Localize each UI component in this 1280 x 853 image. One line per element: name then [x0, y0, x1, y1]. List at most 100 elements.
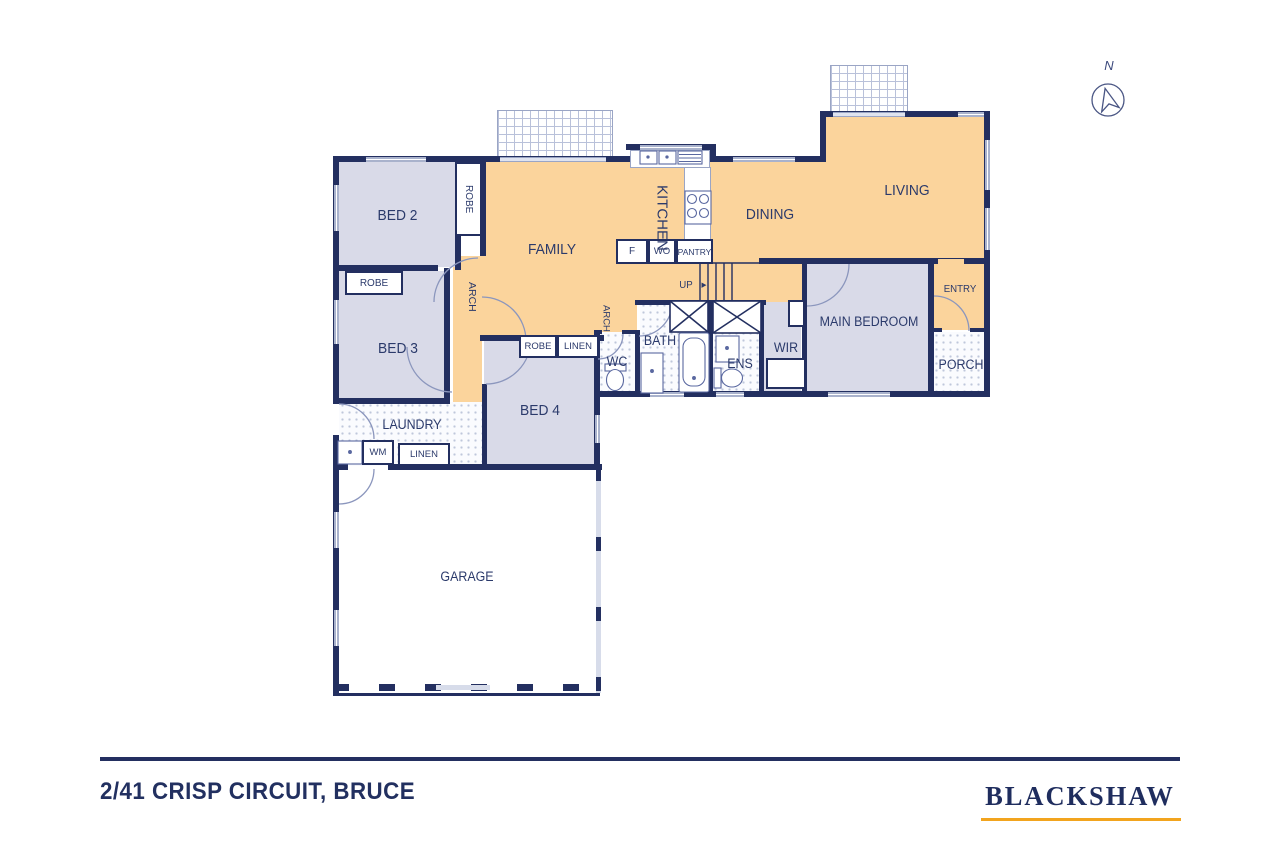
wall: [970, 328, 986, 332]
room-main-bedroom-label: MAIN BEDROOM: [819, 314, 919, 329]
wall: [444, 268, 450, 404]
room-bed4-label: BED 4: [520, 402, 560, 419]
window: [985, 208, 990, 250]
wall: [622, 330, 638, 334]
wall: [930, 328, 942, 332]
wall: [333, 467, 339, 695]
wall: [802, 260, 807, 397]
room-living-floor: [822, 117, 986, 262]
compass-north-label: N: [1104, 58, 1114, 73]
window: [334, 300, 339, 344]
room-family-label: FAMILY: [527, 241, 577, 258]
robe-bed2-label: ROBE: [463, 184, 474, 214]
wall-oven-box: WO: [648, 239, 676, 264]
kitchen-bench: [684, 167, 711, 240]
window: [334, 610, 339, 646]
window: [958, 112, 984, 117]
wall: [710, 144, 716, 162]
arch-wet-label: ARCH: [600, 304, 612, 332]
garage-side-opening: [596, 467, 601, 693]
wir-shelf-box: [788, 300, 805, 327]
room-living-label: LIVING: [884, 182, 930, 199]
wall: [635, 300, 766, 305]
room-kitchen-label: KITCHEN: [653, 185, 671, 251]
window: [650, 392, 684, 397]
linen-laundry-box: LINEN: [398, 443, 450, 466]
room-porch-label: PORCH: [938, 356, 984, 372]
linen-laundry-label: LINEN: [410, 449, 438, 460]
kitchen-bench: [630, 150, 710, 168]
room-bed2-floor: [339, 162, 457, 267]
room-ens-label: ENS: [727, 355, 753, 371]
window: [716, 392, 744, 397]
room-ens-floor: [712, 302, 761, 393]
patio-family: [497, 110, 613, 160]
wall: [333, 398, 446, 404]
wall: [759, 300, 764, 397]
wall: [820, 111, 826, 162]
robe-bed4-label: ROBE: [524, 341, 552, 352]
up-arrow-icon: ▶: [701, 281, 707, 289]
robe-bed3-label: ROBE: [359, 277, 389, 289]
room-bath-label: BATH: [643, 332, 677, 348]
window: [334, 512, 339, 548]
robe-bed4-box: ROBE: [519, 335, 557, 358]
room-entry-label: ENTRY: [943, 282, 977, 295]
wall: [336, 265, 438, 271]
linen-hall-label: LINEN: [564, 341, 592, 352]
fridge-label: F: [628, 246, 636, 257]
washing-machine-box: WM: [362, 440, 394, 465]
footer-divider: [100, 757, 1180, 761]
room-garage-floor: [339, 467, 596, 691]
garage-door-panel: [436, 685, 490, 690]
arch-passage-floor: [598, 302, 637, 332]
arch-hall-label: ARCH: [466, 282, 478, 312]
window: [733, 157, 795, 162]
window: [366, 157, 426, 162]
stairs-up-label: UP: [679, 278, 693, 291]
wall: [594, 332, 600, 467]
robe-bed3-box: ROBE: [345, 271, 403, 295]
room-bed3-label: BED 3: [378, 340, 418, 357]
window: [595, 415, 600, 443]
room-dining-label: DINING: [745, 206, 795, 223]
entry-opening: [938, 259, 964, 264]
wall: [388, 464, 602, 470]
robe-bed2-box: ROBE: [455, 162, 482, 236]
wall: [594, 391, 990, 397]
window: [334, 185, 339, 231]
wall: [482, 384, 487, 466]
wall: [820, 111, 990, 117]
room-porch-floor: [933, 332, 986, 393]
patio-living: [830, 65, 908, 115]
fridge-box: F: [616, 239, 648, 264]
room-garage-label: GARAGE: [440, 568, 494, 584]
wall: [759, 258, 990, 264]
wall: [708, 300, 713, 397]
wir-shelf-box: [766, 358, 806, 389]
room-bed2-label: BED 2: [377, 206, 418, 224]
agency-logo-underline: [981, 818, 1181, 821]
linen-hall-box: LINEN: [557, 335, 599, 358]
corridor-floor: [763, 264, 804, 302]
agency-logo: BLACKSHAW: [985, 781, 1175, 811]
pantry-box: PANTRY: [676, 239, 713, 264]
room-wc-label: WC: [606, 353, 628, 369]
compass-icon: [1091, 83, 1125, 117]
wall-oven-label: WO: [653, 246, 671, 257]
sliding-door: [833, 112, 905, 117]
hall-floor: [630, 267, 712, 302]
sliding-door: [500, 157, 606, 162]
wall: [333, 156, 339, 404]
wm-label: WM: [369, 447, 387, 458]
garage-threshold: [333, 693, 600, 696]
room-entry-floor: [933, 264, 986, 330]
room-laundry-label: LAUNDRY: [382, 416, 442, 432]
wall: [333, 435, 339, 467]
room-wir-label: WIR: [773, 339, 799, 355]
window: [640, 145, 702, 150]
wall: [333, 464, 348, 470]
wall: [594, 330, 602, 334]
wall: [635, 330, 640, 397]
